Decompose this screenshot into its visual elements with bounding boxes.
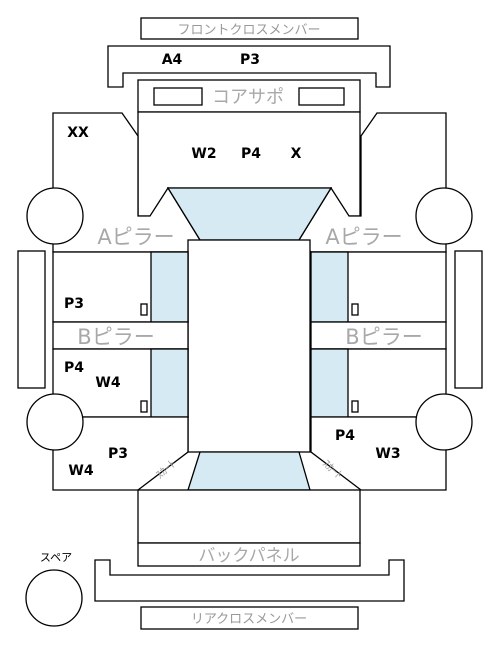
rear-quarter-right-code-w3: W3 — [375, 446, 400, 462]
front-window-left[interactable] — [150, 251, 189, 323]
rear-cross-member-box[interactable] — [140, 606, 359, 630]
b-pillar-right-label: Bピラー — [345, 325, 422, 349]
hood-code-x: X — [291, 146, 302, 162]
side-step-right[interactable] — [454, 250, 483, 389]
core-support-label: コアサポ — [212, 87, 284, 108]
rear-door-left-handle — [140, 400, 148, 413]
spare-tire-label: スペア — [40, 551, 72, 564]
rear-window[interactable] — [187, 451, 311, 491]
spare-tire[interactable] — [25, 569, 83, 627]
rear-quarter-right-code-p4: P4 — [335, 428, 355, 444]
front-fender-left-code-xx: XX — [67, 125, 89, 141]
front-cross-member-label: フロントクロスメンバー — [177, 23, 320, 38]
rear-door-right-handle — [351, 400, 359, 413]
front-bumper[interactable] — [107, 45, 391, 88]
rear-window-left[interactable] — [150, 348, 189, 418]
back-panel[interactable] — [137, 542, 361, 567]
wheel-rear-right[interactable] — [415, 393, 473, 451]
rear-door-left-code-w4: W4 — [95, 375, 120, 391]
hood-code-w2: W2 — [191, 146, 216, 162]
front-door-left-code-p3: P3 — [64, 296, 84, 312]
a-pillar-left-label: Aピラー — [97, 225, 174, 249]
b-pillar-left-label: Bピラー — [77, 325, 154, 349]
a-pillar-right-label: Aピラー — [325, 225, 402, 249]
rear-bumper[interactable] — [94, 559, 405, 602]
wheel-front-left[interactable] — [26, 187, 84, 245]
rear-window-right[interactable] — [310, 348, 349, 418]
headlight-left — [153, 87, 203, 106]
b-pillar-right[interactable] — [310, 321, 447, 350]
rear-quarter-left[interactable] — [52, 416, 189, 491]
front-door-right-handle — [351, 303, 359, 316]
front-door-left-handle — [140, 303, 148, 316]
hood-code-p4: P4 — [241, 146, 261, 162]
back-panel-label: バックパネル — [198, 546, 299, 566]
b-pillar-left[interactable] — [52, 321, 189, 350]
rear-quarter-right[interactable] — [310, 416, 447, 491]
front-cross-member-box[interactable] — [140, 17, 359, 40]
rear-door-left-code-p4: P4 — [64, 360, 84, 376]
rear-quarter-left-code-w4: W4 — [68, 463, 93, 479]
roof[interactable] — [187, 239, 311, 453]
front-bumper-code-a4: A4 — [162, 52, 183, 68]
front-window-right[interactable] — [310, 251, 349, 323]
side-step-left[interactable] — [17, 250, 46, 389]
wheel-front-right[interactable] — [415, 187, 473, 245]
headlight-right — [298, 87, 345, 106]
wheel-rear-left[interactable] — [26, 393, 84, 451]
rear-quarter-left-code-p3: P3 — [108, 446, 128, 462]
rear-cross-member-label: リアクロスメンバー — [191, 612, 307, 627]
front-bumper-code-p3: P3 — [240, 52, 260, 68]
trunk-lid[interactable] — [137, 489, 361, 544]
